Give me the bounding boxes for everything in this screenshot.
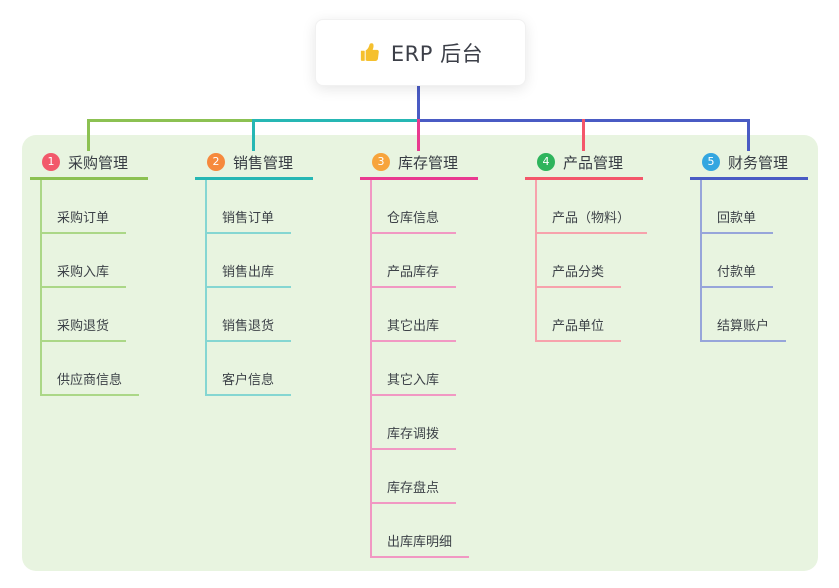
branch-label: 财务管理	[728, 153, 789, 172]
branch-number-badge: 4	[537, 153, 555, 171]
branch-number-badge: 1	[42, 153, 60, 171]
branch-subtopic-label: 采购订单	[42, 207, 127, 234]
branch-subtopic[interactable]: 销售订单	[207, 180, 360, 234]
branch-subtopic[interactable]: 产品单位	[537, 288, 690, 342]
branch-subtopic-label: 其它入库	[372, 369, 457, 396]
branch-topic[interactable]: 1 采购管理	[30, 147, 148, 180]
branch-subtopic-list: 仓库信息产品库存其它出库其它入库库存调拨库存盘点出库库明细	[370, 180, 525, 558]
branch-column-4: 4 产品管理产品（物料） 产品分类产品单位	[525, 147, 690, 342]
root-node-erp[interactable]: ERP 后台	[315, 19, 526, 86]
branch-column-3: 3 库存管理仓库信息产品库存其它出库其它入库库存调拨库存盘点出库库明细	[360, 147, 525, 558]
branch-subtopic[interactable]: 采购入库	[42, 234, 195, 288]
branch-column-5: 5 财务管理回款单付款单结算账户	[690, 147, 839, 342]
branch-subtopic-label: 采购入库	[42, 261, 127, 288]
branch-drop-line	[417, 119, 420, 151]
branch-subtopic-label: 回款单	[702, 207, 774, 234]
branch-topic[interactable]: 5 财务管理	[690, 147, 808, 180]
branch-subtopic[interactable]: 供应商信息	[42, 342, 195, 396]
root-title: ERP 后台	[390, 41, 484, 66]
branch-label: 库存管理	[398, 153, 459, 172]
branch-subtopic[interactable]: 仓库信息	[372, 180, 525, 234]
branch-subtopic[interactable]: 产品（物料）	[537, 180, 690, 234]
branch-subtopic[interactable]: 其它入库	[372, 342, 525, 396]
branch-subtopic[interactable]: 回款单	[702, 180, 839, 234]
branch-subtopic-label: 供应商信息	[42, 369, 140, 396]
branch-subtopic-label: 其它出库	[372, 315, 457, 342]
branch-subtopic-label: 付款单	[702, 261, 774, 288]
branch-drop-line	[582, 119, 585, 151]
branch-subtopic[interactable]: 产品分类	[537, 234, 690, 288]
branch-subtopic-label: 客户信息	[207, 369, 292, 396]
branch-label: 采购管理	[68, 153, 129, 172]
thumbs-up-icon	[358, 41, 381, 64]
branch-subtopic-label: 产品库存	[372, 261, 457, 288]
branch-subtopic[interactable]: 销售出库	[207, 234, 360, 288]
branch-subtopic[interactable]: 客户信息	[207, 342, 360, 396]
branch-drop-line	[252, 119, 255, 151]
branch-column-1: 1 采购管理采购订单采购入库采购退货供应商信息	[30, 147, 195, 396]
branch-topic[interactable]: 2 销售管理	[195, 147, 313, 180]
branch-subtopic[interactable]: 库存调拨	[372, 396, 525, 450]
branch-subtopic-list: 产品（物料） 产品分类产品单位	[535, 180, 690, 342]
branch-subtopic[interactable]: 采购退货	[42, 288, 195, 342]
branch-subtopic[interactable]: 库存盘点	[372, 450, 525, 504]
branch-subtopic-label: 销售订单	[207, 207, 292, 234]
branch-subtopic-label: 产品单位	[537, 315, 622, 342]
branch-subtopic[interactable]: 产品库存	[372, 234, 525, 288]
branch-drop-line	[747, 119, 750, 151]
branch-column-2: 2 销售管理销售订单销售出库销售退货客户信息	[195, 147, 360, 396]
connector-bus-segment	[252, 119, 420, 122]
branch-subtopic-label: 采购退货	[42, 315, 127, 342]
branch-subtopic-label: 库存盘点	[372, 477, 457, 504]
branch-subtopic[interactable]: 采购订单	[42, 180, 195, 234]
branch-subtopic-label: 结算账户	[702, 315, 787, 342]
branch-subtopic[interactable]: 出库库明细	[372, 504, 525, 558]
root-connector-line	[417, 84, 420, 120]
branch-subtopic-label: 销售退货	[207, 315, 292, 342]
branch-topic[interactable]: 4 产品管理	[525, 147, 643, 180]
branches-panel	[22, 135, 818, 571]
branch-subtopic-list: 采购订单采购入库采购退货供应商信息	[40, 180, 195, 396]
branch-drop-line	[87, 119, 90, 151]
connector-bus-segment	[87, 119, 252, 122]
branch-subtopic-label: 出库库明细	[372, 531, 470, 558]
branch-subtopic-label: 产品分类	[537, 261, 622, 288]
branch-subtopic-list: 销售订单销售出库销售退货客户信息	[205, 180, 360, 396]
branch-subtopic-label: 仓库信息	[372, 207, 457, 234]
branch-subtopic[interactable]: 销售退货	[207, 288, 360, 342]
branch-subtopic[interactable]: 其它出库	[372, 288, 525, 342]
branch-label: 销售管理	[233, 153, 294, 172]
branch-topic[interactable]: 3 库存管理	[360, 147, 478, 180]
branch-subtopic[interactable]: 结算账户	[702, 288, 839, 342]
branch-subtopic-label: 产品（物料）	[537, 207, 648, 234]
branch-number-badge: 2	[207, 153, 225, 171]
branch-subtopic-list: 回款单付款单结算账户	[700, 180, 839, 342]
branch-subtopic-label: 库存调拨	[372, 423, 457, 450]
branch-label: 产品管理	[563, 153, 624, 172]
branch-number-badge: 5	[702, 153, 720, 171]
branch-subtopic-label: 销售出库	[207, 261, 292, 288]
branch-number-badge: 3	[372, 153, 390, 171]
branch-subtopic[interactable]: 付款单	[702, 234, 839, 288]
